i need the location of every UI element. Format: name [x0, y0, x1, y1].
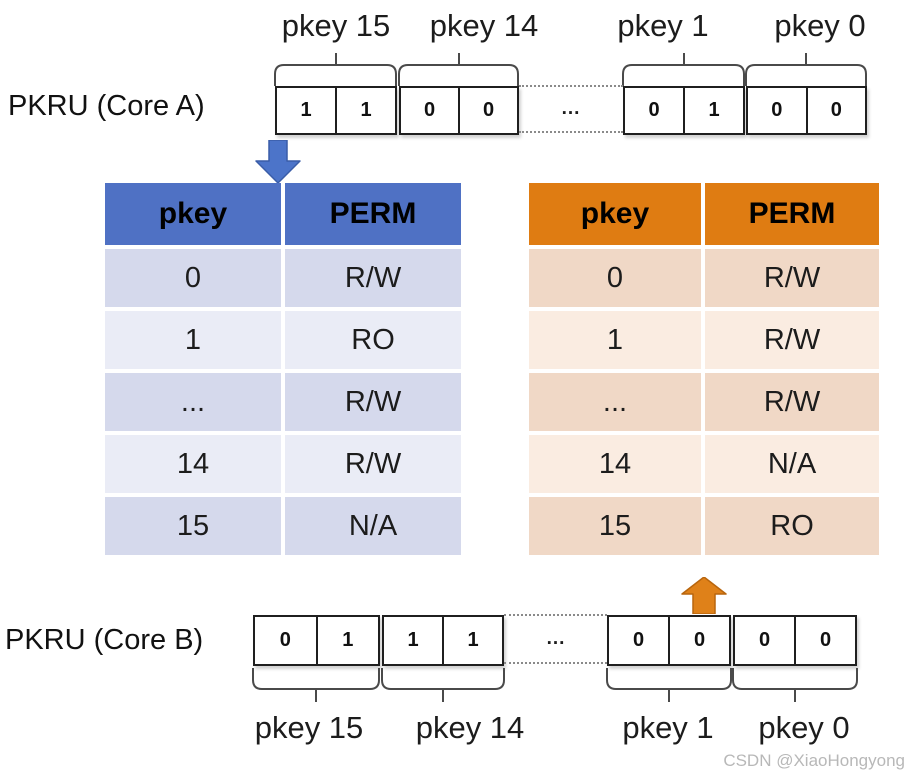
pkey-cell: ... [529, 373, 701, 431]
core-b-bit: 1 [315, 617, 379, 664]
watermark: CSDN @XiaoHongyong [723, 751, 905, 770]
core-a-pair-pkey1: 0 1 [623, 86, 745, 135]
core-a-pair-pkey15: 1 1 [275, 86, 397, 135]
pkey-cell: 0 [529, 249, 701, 307]
core-b-bit: 1 [442, 617, 502, 664]
bottom-pkey14-label: pkey 14 [415, 710, 525, 745]
table-row: 14 R/W [105, 435, 461, 493]
core-b-bit: 0 [668, 617, 729, 664]
register-gap-bottom-line [519, 131, 623, 133]
core-a-pair-pkey14: 0 0 [399, 86, 519, 135]
table-row: 15 RO [529, 497, 879, 555]
table-row: 14 N/A [529, 435, 879, 493]
pkru-core-a-label: PKRU (Core A) [8, 90, 205, 122]
core-a-perm-table: pkey PERM 0 R/W 1 RO ... R/W 14 R/W 15 N… [105, 183, 461, 559]
pkey-cell: 14 [529, 435, 701, 493]
top-pkey14-label: pkey 14 [429, 8, 539, 43]
core-a-bit: 0 [805, 88, 866, 133]
pkru-core-b-label: PKRU (Core B) [5, 624, 204, 656]
register-gap-bottom-line [504, 662, 607, 664]
perm-cell: R/W [705, 311, 879, 369]
bottom-pkey1-label: pkey 1 [622, 710, 714, 745]
bottom-braces-icon [252, 668, 858, 702]
core-b-bit: 1 [407, 629, 419, 651]
core-b-ellipsis: ... [546, 628, 566, 649]
core-a-pair-pkey0: 0 0 [746, 86, 867, 135]
core-b-bit: 0 [758, 629, 771, 651]
header-perm: PERM [285, 183, 461, 245]
core-b-pair-pkey0: 0 0 [733, 615, 857, 666]
bottom-pkey0-label: pkey 0 [758, 710, 850, 745]
perm-cell: RO [705, 497, 879, 555]
table-row: 0 R/W [529, 249, 879, 307]
up-arrow-icon [681, 577, 727, 614]
core-a-bit: 1 [300, 99, 312, 121]
core-a-bit: 0 [648, 99, 660, 121]
perm-cell: N/A [705, 435, 879, 493]
pkey-cell: ... [105, 373, 281, 431]
perm-cell: R/W [705, 373, 879, 431]
core-a-bit: 0 [423, 99, 436, 121]
top-braces-icon [274, 53, 867, 86]
perm-cell: R/W [285, 249, 461, 307]
core-b-perm-table: pkey PERM 0 R/W 1 R/W ... R/W 14 N/A 15 … [529, 183, 879, 559]
core-b-bit: 0 [794, 617, 855, 664]
top-pkey0-label: pkey 0 [774, 8, 866, 43]
core-a-bit: 1 [335, 88, 395, 133]
core-a-bit: 1 [683, 88, 743, 133]
pkey-cell: 15 [105, 497, 281, 555]
table-header-row: pkey PERM [529, 183, 879, 245]
perm-cell: R/W [285, 373, 461, 431]
core-a-bit: 0 [771, 99, 783, 121]
table-row: 1 R/W [529, 311, 879, 369]
top-pkey15-label: pkey 15 [281, 8, 391, 43]
bottom-pkey15-label: pkey 15 [254, 710, 364, 745]
down-arrow-icon [255, 140, 301, 184]
table-row: ... R/W [105, 373, 461, 431]
table-header-row: pkey PERM [105, 183, 461, 245]
header-pkey: pkey [529, 183, 701, 245]
core-b-pair-pkey1: 0 0 [607, 615, 731, 666]
pkey-cell: 14 [105, 435, 281, 493]
header-pkey: pkey [105, 183, 281, 245]
top-pkey1-label: pkey 1 [617, 8, 709, 43]
table-row: 1 RO [105, 311, 461, 369]
core-b-pair-pkey14: 1 1 [382, 615, 504, 666]
pkey-cell: 1 [105, 311, 281, 369]
core-a-bit: 0 [458, 88, 517, 133]
table-row: 0 R/W [105, 249, 461, 307]
perm-cell: R/W [705, 249, 879, 307]
perm-cell: RO [285, 311, 461, 369]
core-b-bit: 0 [279, 629, 291, 651]
core-b-pair-pkey15: 0 1 [253, 615, 380, 666]
core-a-ellipsis: ... [561, 98, 581, 119]
register-gap-top-line [519, 85, 623, 87]
table-row: 15 N/A [105, 497, 461, 555]
pkey-cell: 15 [529, 497, 701, 555]
pkey-cell: 0 [105, 249, 281, 307]
table-row: ... R/W [529, 373, 879, 431]
perm-cell: N/A [285, 497, 461, 555]
register-gap-top-line [504, 614, 607, 616]
core-b-bit: 0 [632, 629, 645, 651]
perm-cell: R/W [285, 435, 461, 493]
header-perm: PERM [705, 183, 879, 245]
pkey-cell: 1 [529, 311, 701, 369]
